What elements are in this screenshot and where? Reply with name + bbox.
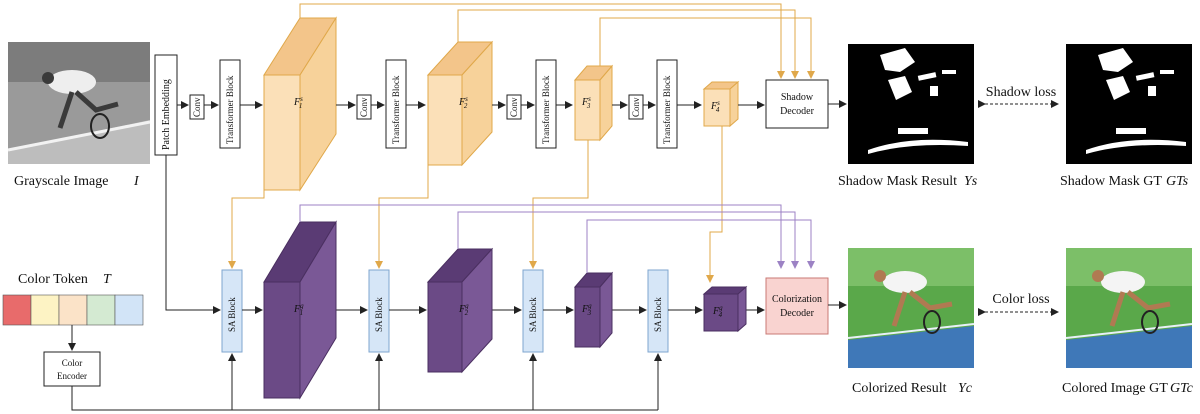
sa-block-2: [368, 269, 390, 353]
color-token-cell: [114, 294, 144, 326]
shadow-feature-4: [702, 80, 740, 128]
transformer-block-2: [385, 59, 407, 149]
colorized-result-image: [847, 248, 975, 368]
shadow-decoder-line2: Decoder: [780, 106, 815, 117]
color-feature-4: [702, 285, 748, 333]
transformer-label-4: Transformer Block: [662, 75, 672, 144]
colorized-result-caption: Colorized Result: [852, 381, 947, 396]
color-token-cell: [86, 294, 116, 326]
transformer-block-4: [656, 59, 678, 149]
shadow-feature-3: [573, 64, 614, 142]
colorization-decoder: [765, 277, 829, 335]
color-encoder-line1: Color: [62, 358, 83, 368]
transformer-block-1: [219, 59, 241, 149]
transformer-label-1: Transformer Block: [225, 75, 235, 144]
grayscale-input-image: [7, 42, 151, 164]
conv-label-3: Conv: [509, 97, 519, 117]
shadow-decoder: [765, 79, 829, 129]
color-token-bar: [2, 294, 144, 326]
conv-label-1: Conv: [192, 97, 202, 117]
shadow-result-symbol: Ys: [964, 174, 978, 189]
color-token-symbol: T: [103, 272, 112, 287]
sa-block-3: [522, 269, 544, 353]
grayscale-caption: Grayscale Image: [14, 174, 108, 189]
color-encoder-line2: Encoder: [57, 371, 87, 381]
shadow-mask-gt-image: [1066, 44, 1192, 164]
color-token-label: Color Token: [18, 272, 88, 287]
shadow-feature-1: [263, 16, 337, 192]
colorization-decoder-line2: Decoder: [780, 308, 815, 319]
sa-block-2-label: SA Block: [374, 297, 384, 332]
sa-block-4: [647, 269, 669, 353]
shadow-decoder-line1: Shadow: [781, 92, 814, 103]
colorization-decoder-line1: Colorization: [772, 294, 822, 305]
grayscale-symbol: I: [133, 174, 140, 189]
shadow-loss-label: Shadow loss: [986, 85, 1056, 100]
sa-block-3-label: SA Block: [528, 297, 538, 332]
color-token-cell: [58, 294, 88, 326]
shadow-gt-symbol: GTs: [1166, 174, 1189, 189]
transformer-label-3: Transformer Block: [541, 75, 551, 144]
color-feature-3: [573, 271, 614, 349]
color-token-cell: [2, 294, 32, 326]
transformer-block-3: [535, 59, 557, 149]
conv-block-1: [189, 94, 205, 120]
conv-block-3: [506, 94, 522, 120]
shadow-gt-caption: Shadow Mask GT: [1060, 174, 1162, 189]
color-feature-1: [263, 220, 337, 400]
color-token-cell: [30, 294, 60, 326]
sa-block-1-label: SA Block: [227, 297, 237, 332]
patch-embedding-label: Patch Embedding: [161, 79, 172, 150]
conv-label-4: Conv: [631, 97, 641, 117]
conv-block-4: [628, 94, 644, 120]
conv-label-2: Conv: [359, 97, 369, 117]
colored-gt-image: [1065, 248, 1193, 368]
shadow-mask-result-image: [848, 44, 974, 164]
colored-gt-symbol: GTc: [1170, 381, 1194, 396]
shadow-feature-2: [426, 40, 494, 167]
color-loss-label: Color loss: [992, 292, 1049, 307]
sa-block-1: [221, 269, 243, 353]
shadow-result-caption: Shadow Mask Result: [838, 174, 957, 189]
conv-block-2: [356, 94, 372, 120]
colorized-result-symbol: Yc: [958, 381, 973, 396]
sa-block-4-label: SA Block: [653, 297, 663, 332]
colored-gt-caption: Colored Image GT: [1062, 381, 1168, 396]
color-feature-2: [426, 247, 494, 374]
transformer-label-2: Transformer Block: [391, 75, 401, 144]
